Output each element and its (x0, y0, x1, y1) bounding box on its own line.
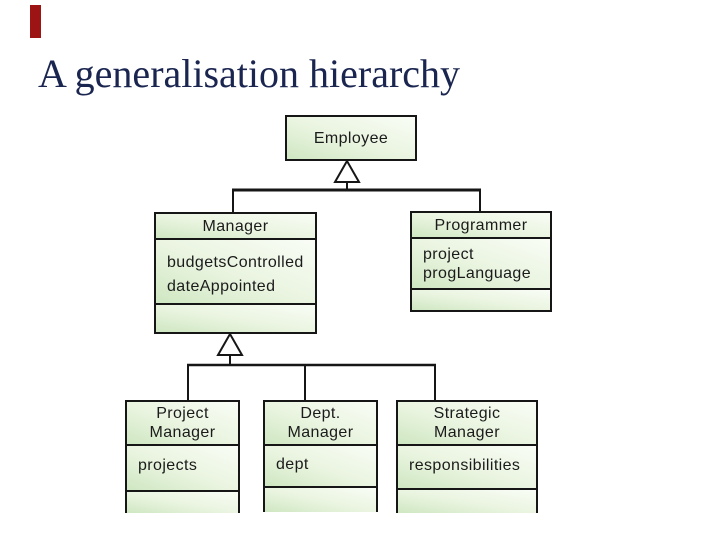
class-name: Employee (287, 117, 415, 159)
class-attribute: projects (138, 457, 198, 474)
class-name: Manager (156, 214, 315, 240)
class-attributes: budgetsControlled dateAppointed (156, 240, 315, 305)
class-box-employee: Employee (285, 115, 417, 161)
class-box-project-manager: Project Manager projects (125, 400, 240, 513)
generalization-arrow-icon (216, 331, 244, 356)
class-operations-empty (127, 492, 238, 513)
class-attributes: dept (265, 446, 376, 488)
class-name-line: Strategic (433, 405, 501, 422)
page-title: A generalisation hierarchy (38, 51, 461, 96)
class-name: Dept. Manager (265, 402, 376, 446)
class-box-strategic-manager: Strategic Manager responsibilities (396, 400, 538, 513)
class-operations-empty (412, 290, 550, 310)
class-name-line: Dept. (300, 405, 341, 422)
class-operations-empty (156, 305, 315, 332)
class-attribute: progLanguage (423, 265, 532, 282)
generalization-arrow-icon (333, 158, 361, 183)
class-attribute: budgetsControlled (167, 254, 304, 271)
class-name: Programmer (412, 213, 550, 239)
class-attribute: project (423, 246, 474, 263)
class-attributes: project progLanguage (412, 239, 550, 290)
class-name-line: Manager (434, 424, 500, 441)
class-name-line: Project (156, 405, 209, 422)
class-attributes: projects (127, 446, 238, 492)
bookmark-ribbon (30, 5, 41, 38)
class-name-line: Manager (149, 424, 216, 441)
class-name: Strategic Manager (398, 402, 536, 446)
class-box-programmer: Programmer project progLanguage (410, 211, 552, 312)
class-name: Project Manager (127, 402, 238, 446)
class-box-dept-manager: Dept. Manager dept (263, 400, 378, 512)
class-attribute: dateAppointed (167, 278, 276, 295)
class-name-line: Manager (287, 424, 354, 441)
class-operations-empty (398, 490, 536, 513)
class-operations-empty (265, 488, 376, 512)
class-attributes: responsibilities (398, 446, 536, 490)
class-attribute: dept (276, 456, 309, 473)
class-attribute: responsibilities (409, 457, 521, 474)
class-box-manager: Manager budgetsControlled dateAppointed (154, 212, 317, 334)
